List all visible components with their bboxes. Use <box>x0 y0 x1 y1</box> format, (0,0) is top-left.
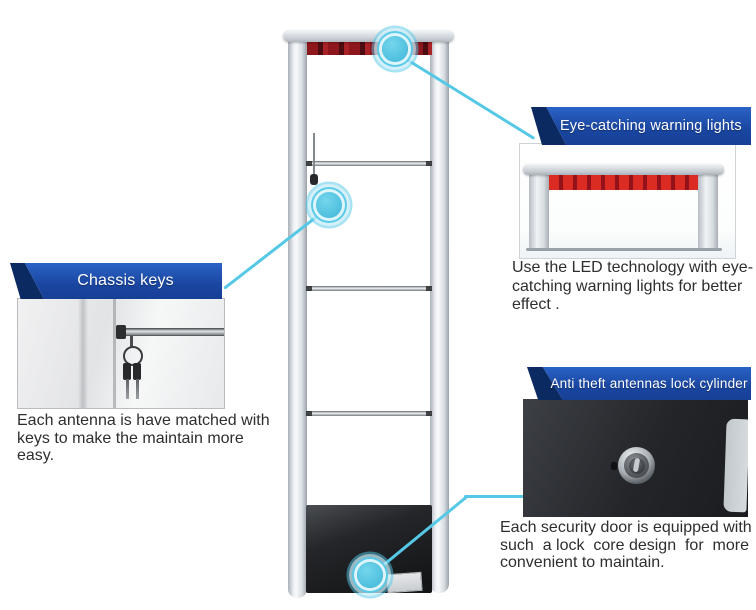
desc-line: effect . <box>512 296 560 314</box>
chassis-key-pin <box>313 133 315 177</box>
connector-line-chassis-keys <box>223 206 330 290</box>
photo-key-link <box>130 336 133 347</box>
photo-lock-nub <box>611 462 617 470</box>
hotspot-circle-lock-cylinder-icon <box>357 562 383 588</box>
desc-line: catching warning lights for better <box>512 277 743 295</box>
photo-gate-left-post <box>529 166 549 250</box>
pillar-top-cap <box>283 30 454 42</box>
photo-gate-right-post <box>698 166 718 250</box>
desc-line: keys to make the maintain more <box>17 429 244 447</box>
warning-lights-description: Use the LED technology with eye- catchin… <box>512 259 756 315</box>
pillar-crossbar <box>306 286 432 291</box>
photo-door-edge-line <box>113 299 116 408</box>
desc-line: convenient to maintain. <box>500 554 665 572</box>
hotspot-circle-warning-lights-icon <box>382 36 408 62</box>
desc-line: Each security door is equipped with <box>500 519 752 536</box>
chassis-keys-banner: Chassis keys <box>10 263 222 299</box>
pillar-right-post <box>430 33 449 593</box>
photo-key-shaft <box>135 379 139 399</box>
photo-key-head <box>133 363 141 380</box>
desc-line: Use the LED technology with eye- <box>512 259 754 276</box>
photo-gate-top-bar <box>523 164 724 175</box>
photo-door-edge-shadow <box>78 299 88 408</box>
photo-key-shaft <box>125 379 129 399</box>
photo-key-rod <box>116 328 224 336</box>
desc-line: such a lock core design for more <box>500 536 749 554</box>
connector-line-lock-horizontal <box>464 495 528 498</box>
pillar-crossbar <box>306 411 432 416</box>
lock-cylinder-banner-title: Anti theft antennas lock cylinder <box>550 376 748 391</box>
desc-line: easy. <box>17 447 55 465</box>
banner-band <box>24 263 222 299</box>
desc-line: Each antenna is have matched with <box>17 412 270 429</box>
photo-key-head <box>123 363 131 380</box>
warning-lights-banner: Eye-catching warning lights <box>531 107 751 145</box>
pillar-left-post <box>288 36 307 598</box>
warning-lights-banner-title: Eye-catching warning lights <box>559 118 742 134</box>
lock-cylinder-description: Each security door is equipped with such… <box>500 519 756 572</box>
photo-key-rod-cap <box>116 325 126 339</box>
pillar-crossbar <box>306 161 432 166</box>
chassis-key-head <box>310 174 318 185</box>
hotspot-circle-chassis-keys-icon <box>316 192 342 218</box>
photo-gate-led-strip <box>549 175 698 190</box>
connector-line-warning-lights <box>401 55 536 140</box>
lock-cylinder-banner: Anti theft antennas lock cylinder <box>527 367 751 400</box>
pillar-led-strip <box>307 42 432 55</box>
chassis-keys-banner-title: Chassis keys <box>77 272 174 289</box>
lock-cylinder-photo <box>523 399 748 517</box>
photo-table-edge <box>526 248 722 251</box>
photo-door-frame-strip <box>723 418 748 513</box>
warning-lights-photo <box>519 143 736 259</box>
chassis-keys-photo <box>17 298 225 409</box>
banner-band <box>542 367 751 400</box>
chassis-keys-description: Each antenna is have matched with keys t… <box>17 412 270 465</box>
banner-band <box>546 107 751 145</box>
pillar-base-label <box>386 571 423 594</box>
